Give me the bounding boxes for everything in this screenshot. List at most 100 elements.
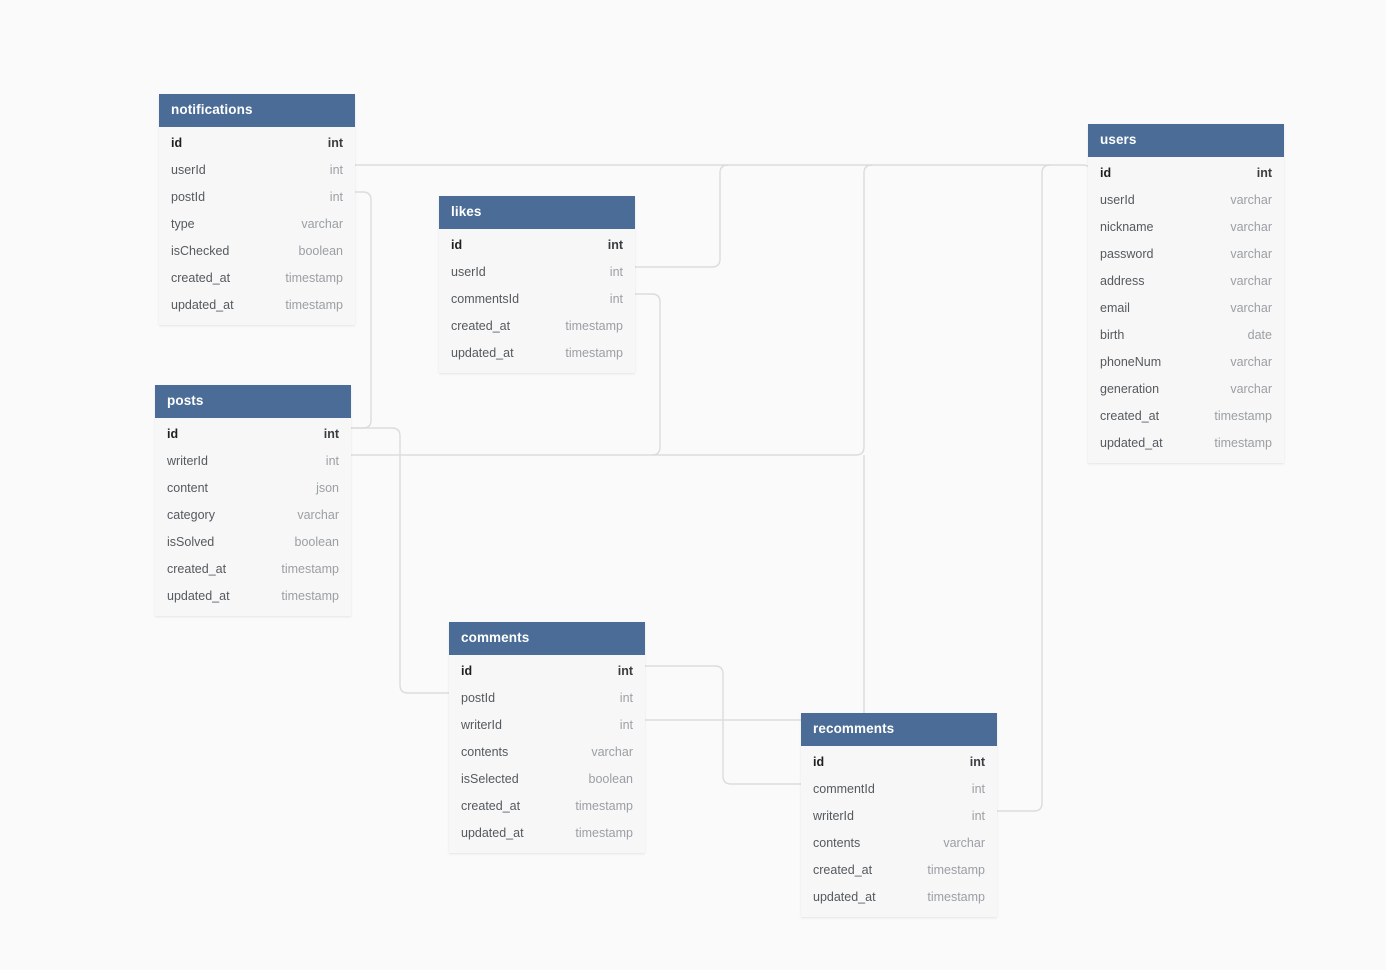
field-name: type (171, 217, 195, 231)
field-name: updated_at (813, 890, 876, 904)
field-row[interactable]: content json (155, 475, 351, 502)
field-name: contents (813, 836, 861, 850)
field-row[interactable]: email varchar (1088, 295, 1284, 322)
field-type: timestamp (285, 298, 343, 312)
field-name: password (1100, 247, 1154, 261)
field-name: contents (461, 745, 509, 759)
field-type: varchar (1230, 220, 1272, 234)
field-row[interactable]: id int (439, 232, 635, 259)
field-type: int (327, 136, 343, 150)
table-header-posts[interactable]: posts (155, 385, 351, 418)
field-type: boolean (298, 244, 344, 258)
field-name: generation (1100, 382, 1160, 396)
field-type: varchar (297, 508, 339, 522)
field-type: timestamp (565, 346, 623, 360)
field-name: commentId (813, 782, 875, 796)
field-name: userId (171, 163, 206, 177)
table-header-recomments[interactable]: recomments (801, 713, 997, 746)
field-type: json (316, 481, 339, 495)
field-type: boolean (294, 535, 340, 549)
field-name: email (1100, 301, 1130, 315)
field-name: writerId (167, 454, 208, 468)
field-name: phoneNum (1100, 355, 1162, 369)
table-header-users[interactable]: users (1088, 124, 1284, 157)
field-type: varchar (1230, 193, 1272, 207)
field-name: writerId (461, 718, 502, 732)
edge-comments-writerId-users-id (645, 455, 865, 721)
edge-posts-id-comments-postId (351, 427, 449, 694)
table-header-notifications[interactable]: notifications (159, 94, 355, 127)
field-name: updated_at (461, 826, 524, 840)
field-type: timestamp (1214, 409, 1272, 423)
field-type: timestamp (1214, 436, 1272, 450)
table-header-likes[interactable]: likes (439, 196, 635, 229)
field-type: timestamp (575, 799, 633, 813)
field-type: int (607, 238, 623, 252)
table-header-comments[interactable]: comments (449, 622, 645, 655)
field-name: content (167, 481, 209, 495)
field-name: writerId (813, 809, 854, 823)
field-name: created_at (167, 562, 227, 576)
field-type: int (969, 755, 985, 769)
field-type: timestamp (575, 826, 633, 840)
field-name: created_at (451, 319, 511, 333)
field-row[interactable]: id int (159, 130, 355, 157)
field-type: timestamp (285, 271, 343, 285)
field-row[interactable]: updated_at timestamp (449, 820, 645, 847)
field-name: id (451, 238, 463, 252)
field-type: varchar (1230, 301, 1272, 315)
field-name: id (171, 136, 183, 150)
field-name: birth (1100, 328, 1125, 342)
field-type: int (323, 427, 339, 441)
field-name: id (461, 664, 473, 678)
